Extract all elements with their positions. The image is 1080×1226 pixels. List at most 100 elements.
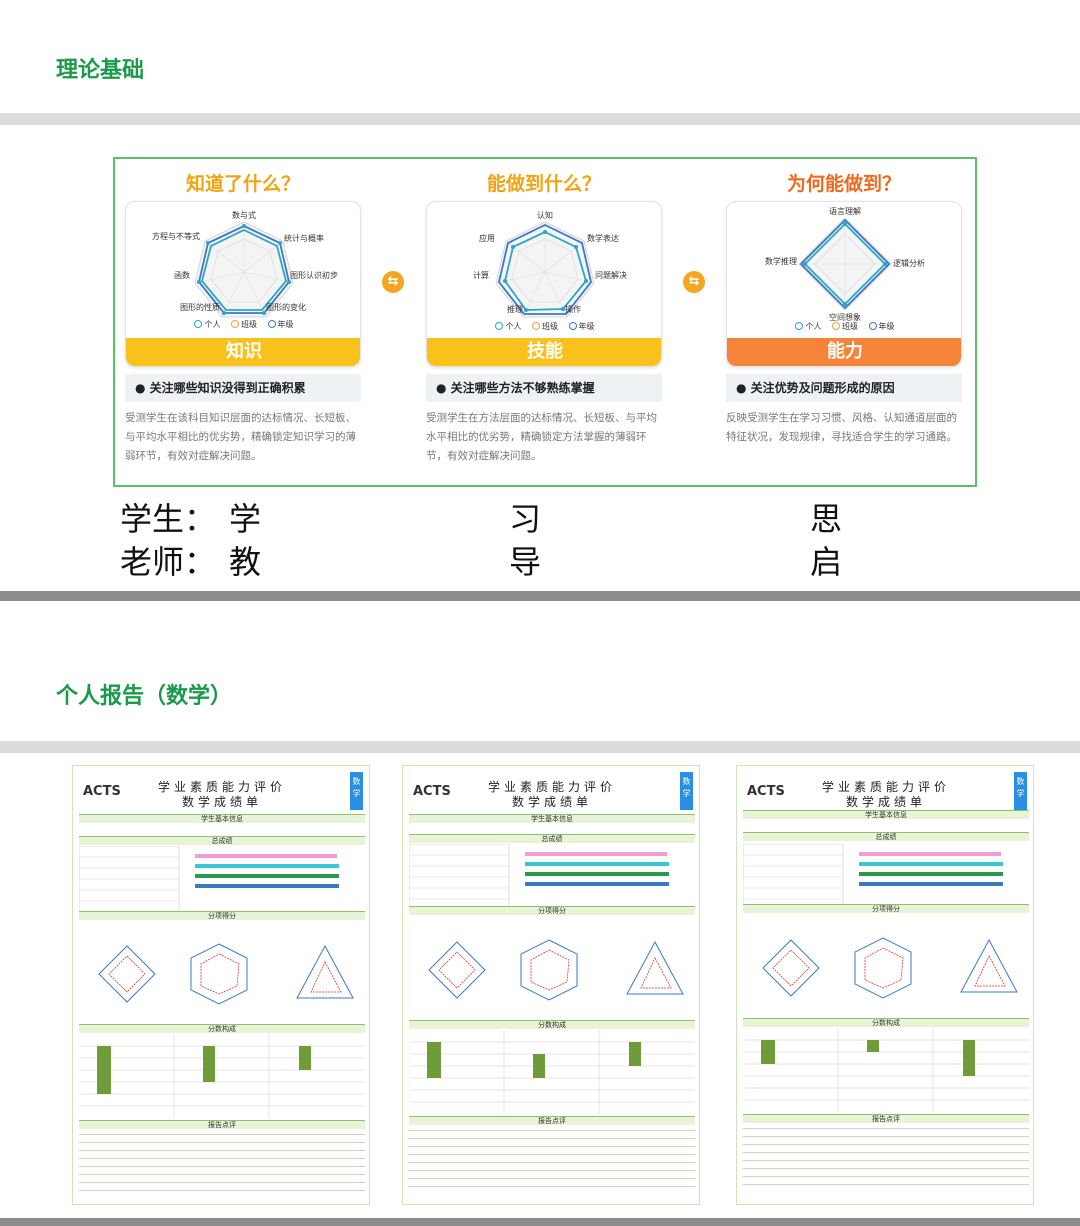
divider-band — [0, 113, 1080, 125]
axis-label: 函数 — [174, 270, 190, 280]
focus-label: ● 关注哪些知识没得到正确积累 — [125, 374, 361, 402]
report-subtitle: 数学成绩单 — [845, 795, 926, 809]
report-section: 报告点评 — [79, 1120, 365, 1129]
legend: 个人 班级 年级 — [126, 319, 360, 330]
radar-chart-ability: 语言理解 逻辑分析 空间想象 数学推理 — [765, 206, 925, 322]
section-title-report: 个人报告（数学） — [56, 684, 233, 709]
report-comment-lines — [79, 1134, 365, 1198]
radar-card-knowledge: 数与式 统计与概率 图形认识初步 图形的变化 图形的性质 函数 方程与不等式 个… — [125, 201, 361, 367]
section-title-theory: 理论基础 — [56, 58, 145, 83]
report-bar-chart — [743, 844, 1003, 910]
report-subtitle: 数学成绩单 — [511, 795, 592, 809]
axis-label: 统计与概率 — [284, 233, 324, 243]
radar-chart-skill: 认知 数学表达 问题解决 操作 推理 计算 应用 — [473, 210, 627, 318]
report-score-table — [79, 1034, 365, 1118]
legend-class: 班级 — [542, 322, 558, 331]
divider-band — [0, 1218, 1080, 1226]
report-section: 总成绩 — [743, 832, 1029, 841]
card-bar-skill: 技能 — [427, 338, 661, 366]
legend: 个人 班级 年级 — [727, 321, 961, 332]
report-subject-tab: 数学 — [1014, 772, 1027, 810]
legend: 个人 班级 年级 — [427, 321, 661, 332]
report-section: 分数构成 — [409, 1020, 695, 1029]
column-description: 受测学生在该科目知识层面的达标情况、长短板、与平均水平相比的优劣势，精确锁定知识… — [125, 412, 356, 462]
column-knowledge: 知道了什么？ 数与式 统计与概率 图形认识初步 — [125, 159, 361, 485]
axis-label: 方程与不等式 — [152, 231, 200, 241]
row-student-char: 学 — [229, 500, 262, 538]
divider-band — [0, 591, 1080, 601]
legend-class: 班级 — [241, 320, 257, 329]
legend-personal: 个人 — [204, 320, 221, 329]
report-section: 分项得分 — [743, 904, 1029, 913]
axis-label: 图形的性质 — [180, 302, 220, 312]
legend-grade: 年级 — [277, 320, 294, 329]
axis-label: 数学表达 — [587, 233, 619, 243]
legend-personal: 个人 — [805, 322, 822, 331]
report-bar-chart — [79, 846, 339, 912]
theory-frame: 知道了什么？ 数与式 统计与概率 图形认识初步 — [113, 157, 977, 487]
column-description: 受测学生在方法层面的达标情况、长短板、与平均水平相比的优劣势，精确锁定方法掌握的… — [426, 412, 657, 462]
row-teacher-char: 导 — [509, 543, 542, 581]
card-bar-knowledge: 知识 — [126, 338, 360, 366]
report-section: 总成绩 — [409, 834, 695, 843]
report-subject-tab: 数学 — [680, 772, 693, 810]
report-bar-chart — [409, 844, 669, 910]
axis-label: 空间想象 — [829, 312, 861, 322]
report-section: 总成绩 — [79, 836, 365, 845]
report-thumbnail-3[interactable]: ACTS 学业素质能力评价 数学成绩单 数学 学生基本信息 总成绩 分项得分 分… — [736, 765, 1034, 1205]
report-brand: ACTS — [83, 784, 121, 799]
row-student-char: 思 — [810, 500, 843, 538]
radar-chart-knowledge: 数与式 统计与概率 图形认识初步 图形的变化 图形的性质 函数 方程与不等式 — [152, 210, 338, 318]
report-comment-lines — [743, 1128, 1029, 1192]
focus-label: ● 关注哪些方法不够熟练掌握 — [426, 374, 662, 402]
legend-class: 班级 — [842, 322, 858, 331]
axis-label: 图形认识初步 — [290, 270, 338, 280]
row-student-char: 习 — [509, 500, 542, 538]
report-score-table — [409, 1030, 695, 1114]
report-thumbnail-1[interactable]: ACTS 学业素质能力评价 数学成绩单 数学 学生基本信息 总成绩 分项得分 分… — [72, 765, 370, 1205]
report-section: 分数构成 — [79, 1024, 365, 1033]
report-comment-lines — [409, 1130, 695, 1194]
axis-label: 计算 — [473, 270, 489, 280]
axis-label: 数学推理 — [765, 256, 797, 266]
row-teacher-role: 老师： — [120, 543, 217, 581]
axis-label: 问题解决 — [595, 270, 627, 280]
report-radar-charts — [428, 939, 684, 1001]
report-subtitle: 数学成绩单 — [181, 795, 262, 809]
report-brand: ACTS — [413, 784, 451, 799]
radar-card-ability: 语言理解 逻辑分析 空间想象 数学推理 个人 班级 年级 能力 — [726, 201, 962, 367]
axis-label: 数与式 — [232, 210, 256, 220]
row-teacher-char: 教 — [229, 543, 262, 581]
swap-icon: ⇆ — [683, 271, 705, 293]
question-title: 为何能做到？ — [786, 173, 901, 195]
swap-icon: ⇆ — [382, 271, 404, 293]
axis-label: 认知 — [537, 210, 553, 220]
axis-label: 应用 — [479, 233, 495, 243]
report-title: 学业素质能力评价 — [821, 780, 950, 794]
row-student-role: 学生： — [120, 500, 217, 538]
card-bar-ability: 能力 — [727, 338, 961, 366]
report-section: 学生基本信息 — [743, 810, 1029, 819]
report-score-table — [743, 1028, 1029, 1112]
divider-band — [0, 741, 1080, 753]
report-thumbnail-2[interactable]: ACTS 学业素质能力评价 数学成绩单 数学 学生基本信息 总成绩 分项得分 分… — [402, 765, 700, 1205]
axis-label: 逻辑分析 — [893, 258, 925, 268]
legend-personal: 个人 — [505, 322, 522, 331]
column-description: 反映受测学生在学习习惯、风格、认知通道层面的特征状况，发现规律，寻找适合学生的学… — [726, 412, 957, 443]
question-title: 知道了什么？ — [185, 173, 300, 195]
report-subject-tab: 数学 — [350, 772, 363, 810]
report-radar-charts — [762, 937, 1018, 999]
axis-label: 操作 — [565, 304, 581, 314]
question-title: 能做到什么？ — [486, 173, 601, 195]
report-brand: ACTS — [747, 784, 785, 799]
report-section: 报告点评 — [409, 1116, 695, 1125]
axis-label: 语言理解 — [829, 206, 861, 216]
report-radar-charts — [98, 943, 354, 1005]
legend-grade: 年级 — [878, 322, 895, 331]
row-teacher-char: 启 — [810, 543, 843, 581]
axis-label: 图形的变化 — [266, 302, 306, 312]
column-skill: 能做到什么？ 认知 数学表达 问题解决 — [426, 159, 662, 485]
column-ability: 为何能做到？ 语言理解 逻辑分析 空间想象 数学推理 — [726, 159, 962, 485]
report-section: 分数构成 — [743, 1018, 1029, 1027]
focus-label: ● 关注优势及问题形成的原因 — [726, 374, 962, 402]
